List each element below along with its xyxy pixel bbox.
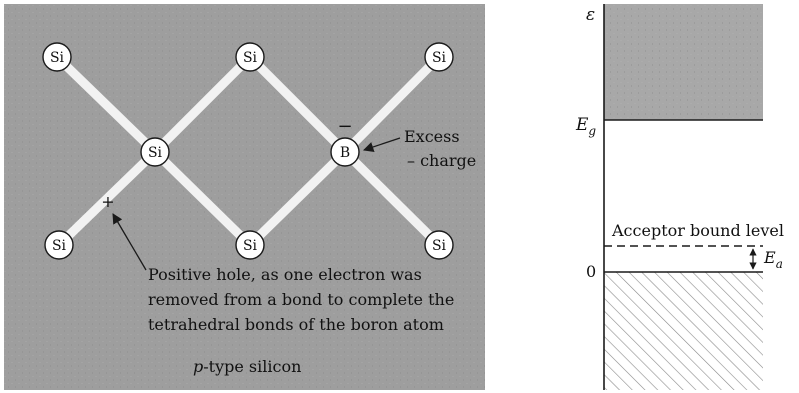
valence-band-hatching — [604, 272, 763, 390]
epsilon-axis-label: ε — [586, 5, 595, 25]
hole-caption-line2: removed from a bond to complete the — [148, 290, 454, 309]
conduction-band-texture — [604, 4, 763, 120]
eg-label-sub: g — [588, 124, 596, 138]
atom-label: Si — [432, 238, 447, 254]
atom-si-bottom-middle: Si — [236, 231, 264, 259]
atom-label: Si — [432, 50, 447, 66]
atom-si-top-middle: Si — [236, 43, 264, 71]
atom-label: Si — [50, 50, 65, 66]
atom-si-middle-left: Si — [141, 138, 169, 166]
hole-caption-line3: tetrahedral bonds of the boron atom — [148, 315, 444, 334]
atom-boron: B — [331, 138, 359, 166]
eg-label-main: E — [575, 115, 589, 135]
boron-minus-sign: − — [337, 116, 352, 137]
acceptor-bound-level-label: Acceptor bound level — [611, 221, 784, 240]
ea-label-sub: a — [776, 257, 783, 271]
band-diagram-panel: ε Eg 0 Acceptor bound level Ea — [575, 4, 784, 390]
atom-si-top-left: Si — [43, 43, 71, 71]
atom-si-bottom-left: Si — [45, 231, 73, 259]
atom-label: Si — [148, 145, 163, 161]
hole-plus-sign: + — [101, 192, 114, 211]
panel-caption: p-type silicon — [193, 357, 301, 376]
panel-caption-rest: -type silicon — [203, 357, 301, 376]
excess-charge-label-line2: – charge — [407, 151, 476, 170]
ea-label: Ea — [763, 248, 783, 271]
ea-label-main: E — [763, 248, 776, 267]
eg-label: Eg — [575, 115, 596, 138]
atom-label: B — [340, 145, 350, 161]
atom-label: Si — [52, 238, 67, 254]
atom-si-top-right: Si — [425, 43, 453, 71]
atom-label: Si — [243, 238, 258, 254]
atom-si-bottom-right: Si — [425, 231, 453, 259]
zero-energy-label: 0 — [586, 262, 596, 281]
excess-charge-label-line1: Excess — [404, 127, 460, 146]
hole-caption-line1: Positive hole, as one electron was — [148, 265, 422, 284]
lattice-panel: Si Si Si Si B Si — [4, 4, 485, 390]
panel-caption-italic: p — [193, 357, 203, 376]
atom-label: Si — [243, 50, 258, 66]
